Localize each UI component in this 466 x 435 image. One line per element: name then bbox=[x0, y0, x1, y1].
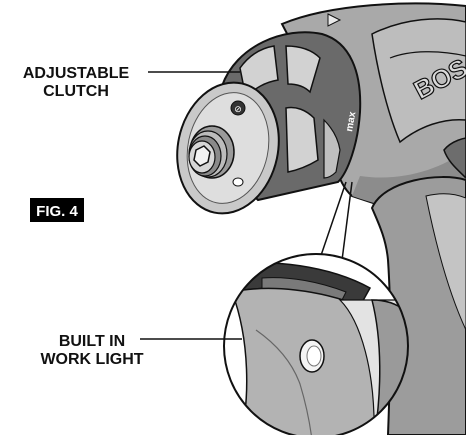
clutch-max-marking: max bbox=[344, 110, 358, 132]
figure-badge-background bbox=[30, 198, 84, 222]
callout-adjustable-clutch: ADJUSTABLE CLUTCH bbox=[23, 65, 240, 100]
figure-badge: FIG. 4 bbox=[30, 198, 84, 222]
work-light-lens-inner bbox=[306, 345, 322, 367]
chuck-detail-dot bbox=[232, 177, 244, 187]
clutch-ridge-2 bbox=[285, 45, 321, 94]
clutch-ridge-3 bbox=[285, 106, 319, 173]
bit-holder bbox=[188, 125, 235, 179]
hex-socket bbox=[193, 145, 211, 167]
brand-stripe bbox=[389, 51, 466, 59]
chuck: ⊘ bbox=[176, 81, 280, 215]
callout-clutch-line2: CLUTCH bbox=[43, 83, 109, 100]
magnifier-border bbox=[223, 253, 409, 435]
callout-light-line2: WORK LIGHT bbox=[40, 351, 143, 368]
magnified-detail bbox=[223, 253, 409, 435]
handle-highlight bbox=[425, 193, 466, 331]
callout-built-in-work-light: BUILT IN WORK LIGHT bbox=[40, 333, 242, 368]
clutch-ridge-4 bbox=[323, 118, 341, 179]
brand-panel bbox=[371, 18, 466, 144]
trigger bbox=[443, 137, 466, 180]
callout-light-line1: BUILT IN bbox=[59, 333, 125, 350]
callout-clutch-line1: ADJUSTABLE bbox=[23, 65, 130, 82]
bit-symbol-icon bbox=[230, 100, 246, 116]
direction-arrow-icon bbox=[327, 13, 342, 27]
bit-symbol-glyph: ⊘ bbox=[234, 105, 242, 115]
mag-housing-contour bbox=[255, 329, 313, 435]
figure-label: FIG. 4 bbox=[36, 203, 78, 220]
